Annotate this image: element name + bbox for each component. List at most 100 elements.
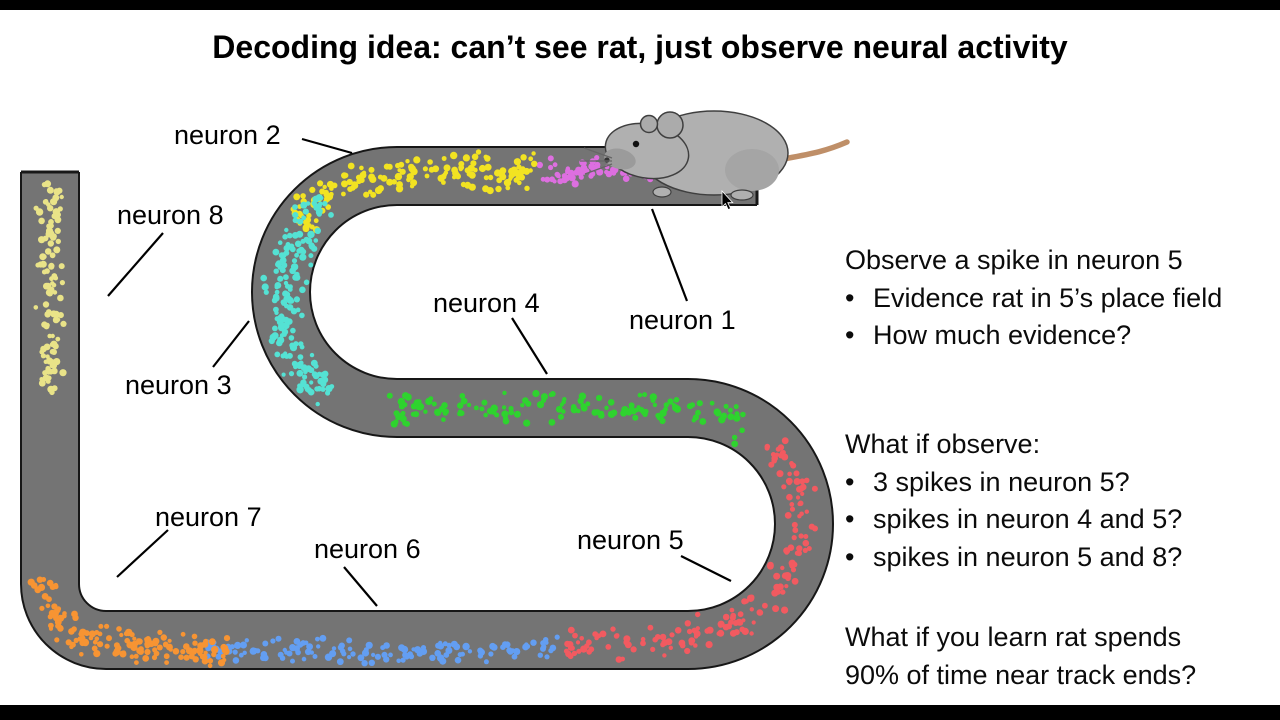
place-field-dot	[322, 184, 327, 190]
mouse-cursor	[721, 189, 734, 211]
place-field-dot	[598, 412, 605, 419]
place-field-dot	[468, 183, 476, 191]
place-field-dot	[46, 223, 52, 229]
place-field-dot	[292, 212, 299, 219]
place-field-dot	[555, 405, 563, 413]
place-field-dot	[482, 185, 490, 193]
place-field-dot	[144, 640, 152, 648]
place-field-dot	[48, 622, 54, 629]
place-field-dot	[298, 341, 304, 347]
place-field-dot	[549, 391, 556, 397]
place-field-dot	[260, 274, 268, 282]
place-field-dot	[296, 369, 304, 377]
neuron-4-place-field-dots	[386, 389, 746, 448]
place-field-dot	[452, 175, 457, 180]
rat-illustration	[580, 110, 850, 201]
neuron-3-place-field-dots	[260, 194, 335, 407]
place-field-dot	[53, 584, 59, 590]
bullet-item: • 3 spikes in neuron 5?	[845, 464, 1277, 502]
place-field-dot	[524, 185, 530, 191]
place-field-dot	[665, 638, 673, 646]
place-field-dot	[278, 313, 285, 319]
place-field-dot	[494, 169, 502, 177]
place-field-dot	[44, 248, 52, 255]
place-field-dot	[302, 374, 308, 380]
place-field-dot	[36, 210, 42, 216]
place-field-dot	[669, 632, 675, 638]
place-field-dot	[477, 647, 484, 654]
place-field-dot	[163, 641, 169, 647]
place-field-dot	[477, 653, 484, 659]
place-field-dot	[594, 155, 600, 161]
place-field-dot	[283, 296, 288, 301]
place-field-dot	[511, 172, 516, 177]
place-field-dot	[315, 209, 323, 216]
place-field-dot	[282, 647, 287, 653]
place-field-dot	[350, 185, 356, 191]
place-field-dot	[652, 402, 658, 408]
place-field-dot	[296, 230, 304, 238]
place-field-dot	[298, 360, 304, 366]
place-field-dot	[215, 653, 222, 660]
place-field-dot	[540, 176, 546, 182]
place-field-dot	[134, 660, 139, 665]
place-field-dot	[49, 252, 56, 259]
place-field-dot	[270, 638, 276, 644]
place-field-dot	[41, 182, 48, 188]
place-field-dot	[558, 413, 564, 420]
place-field-dot	[659, 633, 667, 641]
place-field-dot	[684, 647, 691, 655]
place-field-dot	[282, 234, 288, 240]
place-field-dot	[234, 641, 242, 650]
place-field-dot	[411, 647, 416, 652]
place-field-dot	[508, 409, 515, 416]
place-field-dot	[395, 162, 401, 169]
place-field-dot	[659, 409, 667, 417]
bullet-item: • How much evidence?	[845, 317, 1277, 355]
place-field-dot	[689, 402, 696, 408]
place-field-dot	[789, 506, 796, 512]
place-field-dot	[548, 164, 554, 171]
place-field-dot	[749, 607, 754, 612]
place-field-dot	[599, 630, 607, 638]
place-field-dot	[544, 176, 551, 183]
place-field-dot	[305, 387, 312, 393]
place-field-dot	[51, 603, 58, 610]
place-field-dot	[791, 535, 797, 541]
bullet-item: • Evidence rat in 5’s place field	[845, 280, 1277, 318]
place-field-dot	[804, 509, 809, 514]
place-field-dot	[672, 404, 680, 412]
place-field-dot	[203, 650, 208, 655]
place-field-dot	[520, 403, 525, 408]
place-field-dot	[262, 640, 269, 647]
neuron-1-label: neuron 1	[629, 305, 736, 335]
letterbox-bottom-bar	[0, 705, 1280, 720]
place-field-dot	[83, 630, 90, 637]
place-field-dot	[782, 572, 787, 577]
place-field-dot	[393, 410, 400, 417]
place-field-dot	[320, 386, 326, 392]
place-field-dot	[579, 636, 584, 641]
rat-haunch	[725, 149, 779, 191]
place-field-dot	[314, 227, 321, 234]
rat-nose	[604, 157, 610, 163]
place-field-dot	[503, 179, 512, 187]
place-field-dot	[113, 642, 120, 649]
place-field-dot	[341, 191, 346, 197]
place-field-dot	[302, 208, 309, 215]
place-field-dot	[709, 400, 715, 406]
place-field-dot	[442, 641, 448, 647]
place-field-dot	[429, 654, 436, 661]
neuron-6-label: neuron 6	[314, 534, 421, 564]
place-field-dot	[749, 631, 754, 636]
place-field-dot	[48, 626, 54, 631]
place-field-dot	[548, 419, 556, 426]
place-field-dot	[328, 212, 334, 218]
place-field-dot	[289, 344, 298, 352]
neuron-5-label: neuron 5	[577, 525, 684, 555]
place-field-dot	[136, 647, 144, 655]
place-field-dot	[718, 416, 726, 424]
place-field-dot	[787, 471, 792, 477]
place-field-dot	[54, 227, 61, 234]
place-field-dot	[163, 653, 170, 660]
